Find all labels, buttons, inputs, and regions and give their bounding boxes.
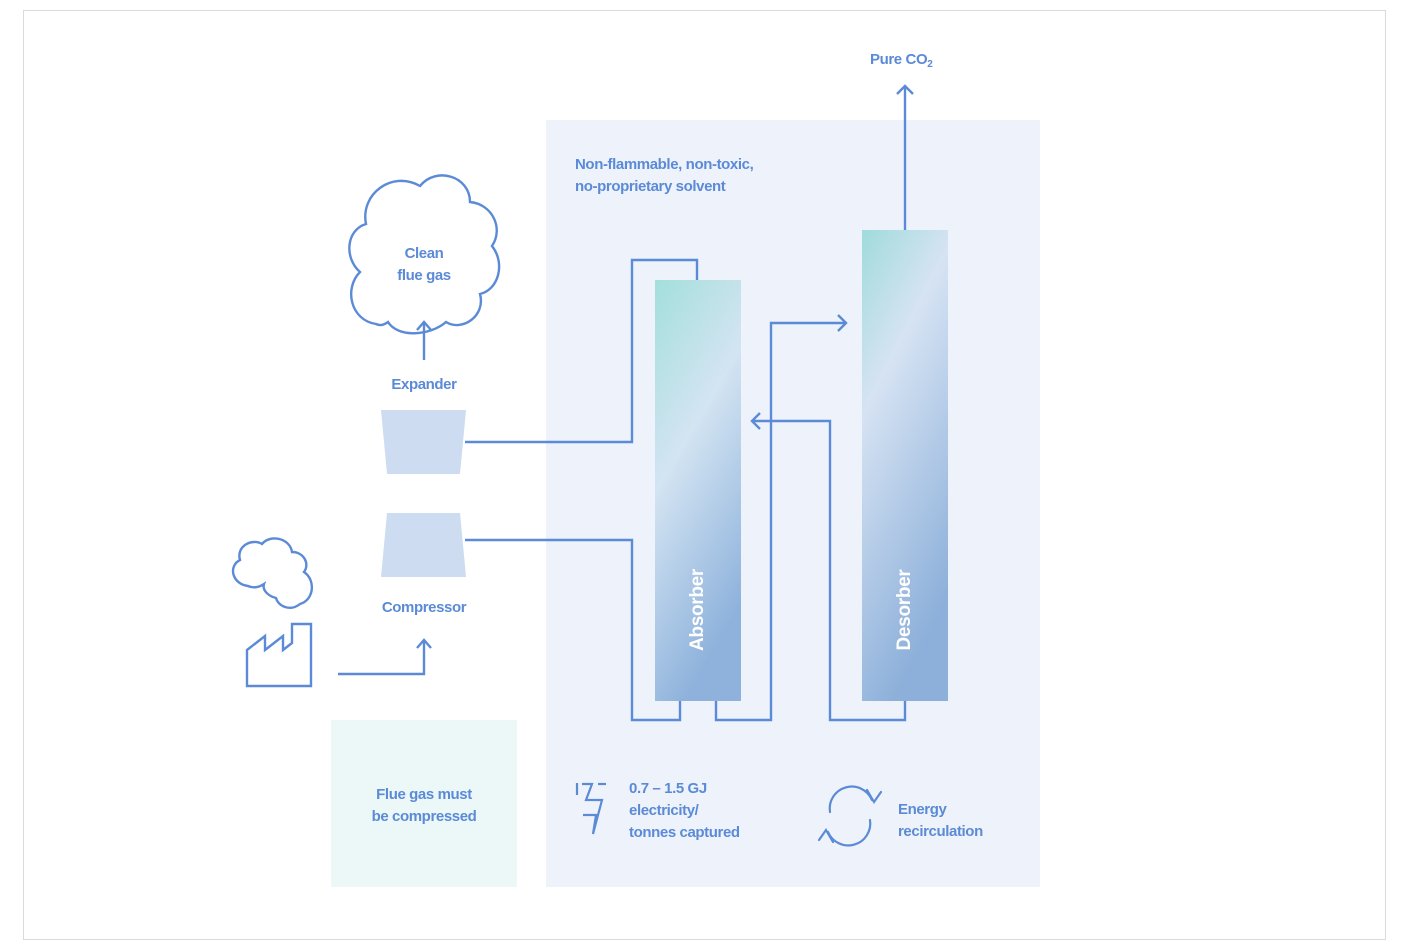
cloud-icon <box>348 174 501 335</box>
note-label-line2: be compressed <box>371 808 477 825</box>
lightning-icon <box>575 782 606 835</box>
factory-to-compressor-arrowhead <box>416 638 432 649</box>
energy-usage-line3: tonnes captured <box>629 824 740 841</box>
small-cloud-icon <box>231 537 313 609</box>
absorber-label: Absorber <box>687 568 708 652</box>
compressor-shape <box>381 513 466 577</box>
energy-usage-line1: 0.7 – 1.5 GJ <box>629 780 707 797</box>
absorber-to-expander-line <box>465 258 699 444</box>
clean-flue-gas-line2: flue gas <box>397 267 451 284</box>
rich-solvent-arrowhead <box>837 314 848 332</box>
recycle-icon <box>817 785 883 847</box>
energy-usage-line2: electricity/ <box>629 802 699 819</box>
recirculation-line2: recirculation <box>898 823 983 840</box>
solvent-label-line2: no-proprietary solvent <box>575 178 726 195</box>
recirculation-line1: Energy <box>898 801 947 818</box>
note-label-line1: Flue gas must <box>376 786 472 803</box>
capture-system-panel <box>546 120 1040 887</box>
recirculation-label: Energy recirculation <box>898 799 983 843</box>
expander-shape <box>381 410 466 474</box>
expander-label: Expander <box>391 376 457 393</box>
absorber-column <box>655 280 741 701</box>
desorber-label: Desorber <box>894 569 915 651</box>
factory-icon <box>245 622 313 688</box>
energy-usage-label: 0.7 – 1.5 GJ electricity/ tonnes capture… <box>629 778 740 844</box>
note-label: Flue gas must be compressed <box>344 784 504 828</box>
pure-co2-label: Pure CO2 <box>870 49 933 76</box>
pure-co2-subscript: 2 <box>927 59 933 70</box>
pure-co2-text: Pure CO <box>870 51 928 68</box>
lean-solvent-arrowhead <box>750 412 761 430</box>
solvent-label: Non-flammable, non-toxic, no-proprietary… <box>575 154 754 198</box>
rich-solvent-line <box>714 321 846 722</box>
clean-flue-gas-line1: Clean <box>404 245 444 262</box>
factory-to-compressor-line <box>338 640 426 676</box>
compressor-label: Compressor <box>381 599 467 616</box>
compressor-to-absorber-line <box>465 538 682 722</box>
note-box <box>331 720 517 887</box>
desorber-column <box>862 230 948 701</box>
expander-outlet-arrowhead <box>416 320 432 331</box>
lean-solvent-line <box>752 419 907 722</box>
clean-flue-gas-label: Clean flue gas <box>374 243 474 287</box>
solvent-label-line1: Non-flammable, non-toxic, <box>575 156 754 173</box>
co2-outlet-arrowhead <box>896 84 914 95</box>
